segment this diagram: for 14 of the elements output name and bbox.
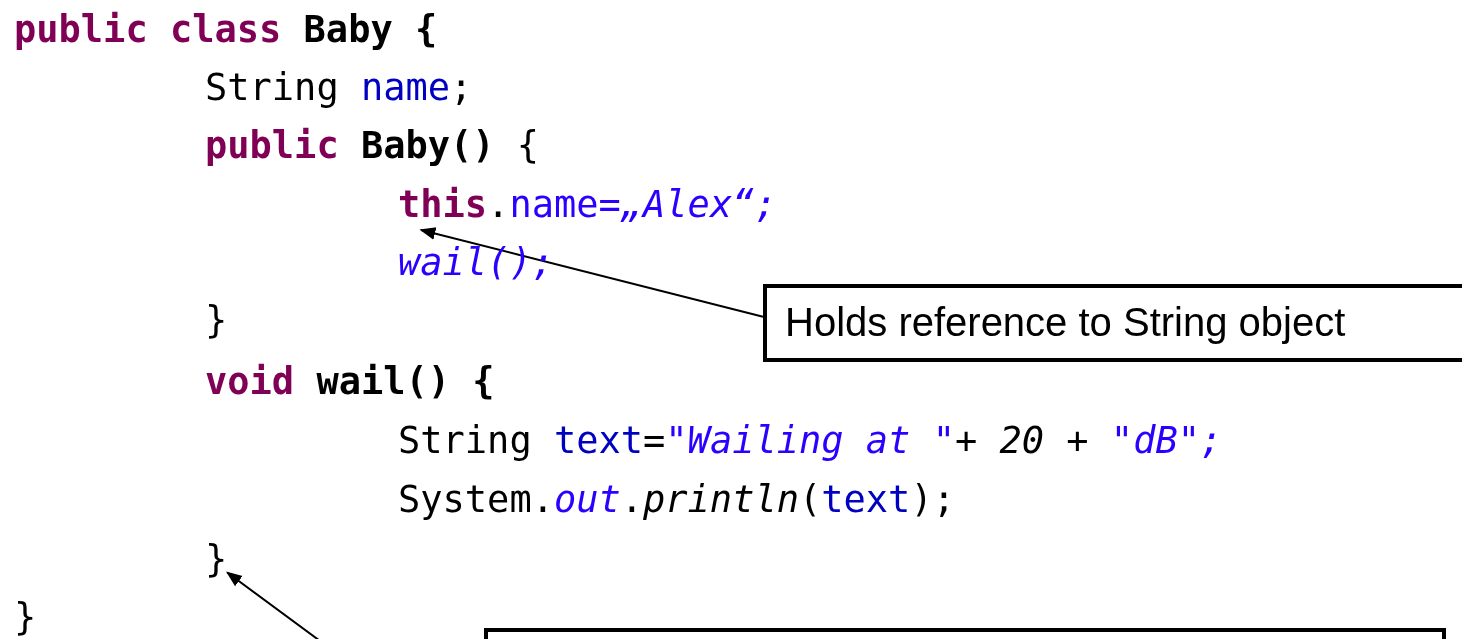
code-line: } [205, 298, 228, 344]
code-line: } [14, 595, 37, 639]
code-line: } [205, 535, 228, 585]
code-line: this.name=„Alex“; [398, 180, 777, 230]
code-line: public class Baby { [14, 7, 438, 53]
code-line: System.out.println(text); [398, 477, 955, 523]
code-line: String name; [205, 65, 473, 111]
callout-text: Holds reference to String object [785, 300, 1346, 345]
code-line: String text="Wailing at "+ 20 + "dB"; [398, 418, 1223, 464]
callout-box [763, 284, 1462, 362]
leader-line [419, 227, 764, 318]
code-line: wail(); [398, 240, 554, 286]
code-line: public Baby() { [205, 123, 540, 169]
code-line: void wail() { [205, 359, 495, 405]
